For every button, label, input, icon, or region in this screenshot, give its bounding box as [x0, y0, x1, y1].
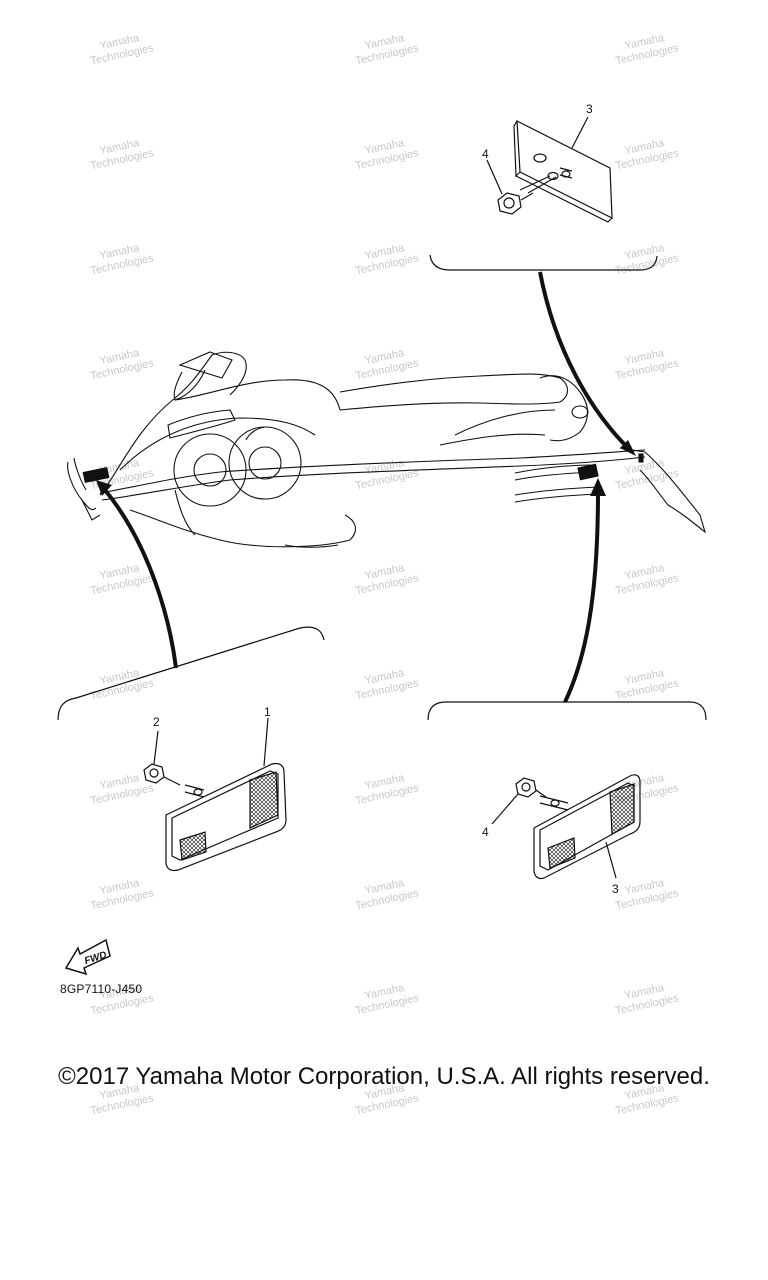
left-nut: [143, 763, 181, 786]
watermark-text: YamahaTechnologies: [352, 979, 420, 1017]
watermark-text: YamahaTechnologies: [352, 134, 420, 172]
right-reflector: [533, 774, 641, 880]
callout-left-nut: 2: [153, 715, 160, 729]
right-detail-group: [427, 701, 707, 880]
watermark-text: YamahaTechnologies: [87, 239, 155, 277]
top-arrow: [538, 271, 630, 450]
watermark-text: YamahaTechnologies: [612, 454, 680, 492]
top-detail-group: [429, 116, 658, 271]
callout-right-reflector: 3: [612, 882, 619, 896]
watermark-text: YamahaTechnologies: [612, 874, 680, 912]
right-nut: [515, 777, 547, 798]
watermark-text: YamahaTechnologies: [87, 29, 155, 67]
left-detail-group: [57, 626, 325, 872]
left-arrow: [103, 488, 178, 669]
watermark-text: YamahaTechnologies: [87, 559, 155, 597]
watermark-layer: YamahaTechnologiesYamahaTechnologiesYama…: [87, 29, 680, 1117]
callout-top-nut: 4: [482, 147, 489, 161]
watermark-text: YamahaTechnologies: [352, 239, 420, 277]
watermark-text: YamahaTechnologies: [612, 344, 680, 382]
callout-left-reflector: 1: [264, 705, 271, 719]
watermark-text: YamahaTechnologies: [352, 454, 420, 492]
watermark-text: YamahaTechnologies: [352, 344, 420, 382]
watermark-text: YamahaTechnologies: [87, 134, 155, 172]
callout-top-reflector: 3: [586, 102, 593, 116]
watermark-text: YamahaTechnologies: [87, 874, 155, 912]
watermark-text: YamahaTechnologies: [352, 769, 420, 807]
watermark-text: YamahaTechnologies: [612, 239, 680, 277]
left-reflector: [165, 762, 287, 872]
diagram-code: 8GP7110-J450: [60, 982, 143, 996]
right-arrow: [563, 491, 600, 703]
watermark-text: YamahaTechnologies: [612, 134, 680, 172]
callout-right-nut: 4: [482, 825, 489, 839]
watermark-text: YamahaTechnologies: [352, 559, 420, 597]
watermark-text: YamahaTechnologies: [612, 979, 680, 1017]
right-bracket-line: [427, 701, 707, 721]
watermark-text: YamahaTechnologies: [87, 344, 155, 382]
left-bracket-line: [57, 626, 325, 721]
watermark-text: YamahaTechnologies: [612, 664, 680, 702]
copyright-notice: ©2017 Yamaha Motor Corporation, U.S.A. A…: [58, 1063, 710, 1090]
top-nut: [497, 192, 534, 215]
watermark-text: YamahaTechnologies: [352, 664, 420, 702]
watermark-text: YamahaTechnologies: [612, 559, 680, 597]
watermark-text: YamahaTechnologies: [352, 874, 420, 912]
snowmobile-outline: [67, 351, 707, 548]
top-bracket-line: [429, 254, 658, 271]
watermark-text: YamahaTechnologies: [612, 29, 680, 67]
watermark-text: YamahaTechnologies: [352, 29, 420, 67]
fwd-arrow-icon: FWD: [64, 938, 111, 976]
